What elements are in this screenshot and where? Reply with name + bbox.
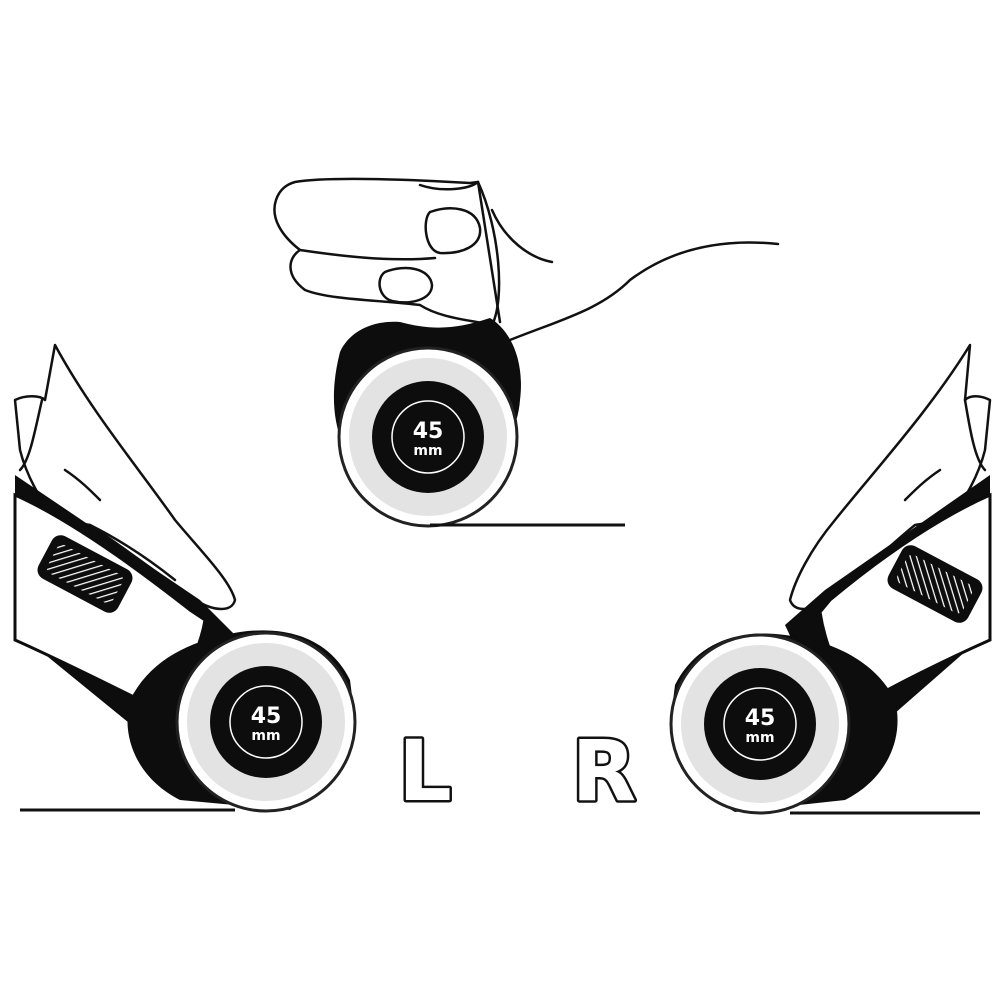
left-blade-hub — [210, 666, 322, 778]
right-cutter: 45 mm — [669, 343, 992, 815]
left-blade-unit: mm — [251, 728, 280, 744]
left-cutter: 45 mm — [13, 343, 357, 813]
top-blade-hub — [372, 381, 484, 493]
left-grip — [37, 535, 133, 613]
right-blade-size: 45 — [745, 706, 776, 731]
top-blade-size: 45 — [413, 419, 444, 444]
top-hand — [273, 177, 780, 342]
right-side-label: R — [572, 722, 637, 820]
left-side-label: L — [398, 722, 452, 820]
left-hand — [13, 343, 237, 611]
right-blade-unit: mm — [745, 730, 774, 746]
right-blade-hub — [704, 668, 816, 780]
top-cutter: 45 mm — [273, 177, 780, 528]
left-blade-size: 45 — [251, 704, 282, 729]
right-grip — [887, 545, 983, 623]
top-blade-unit: mm — [413, 443, 442, 459]
